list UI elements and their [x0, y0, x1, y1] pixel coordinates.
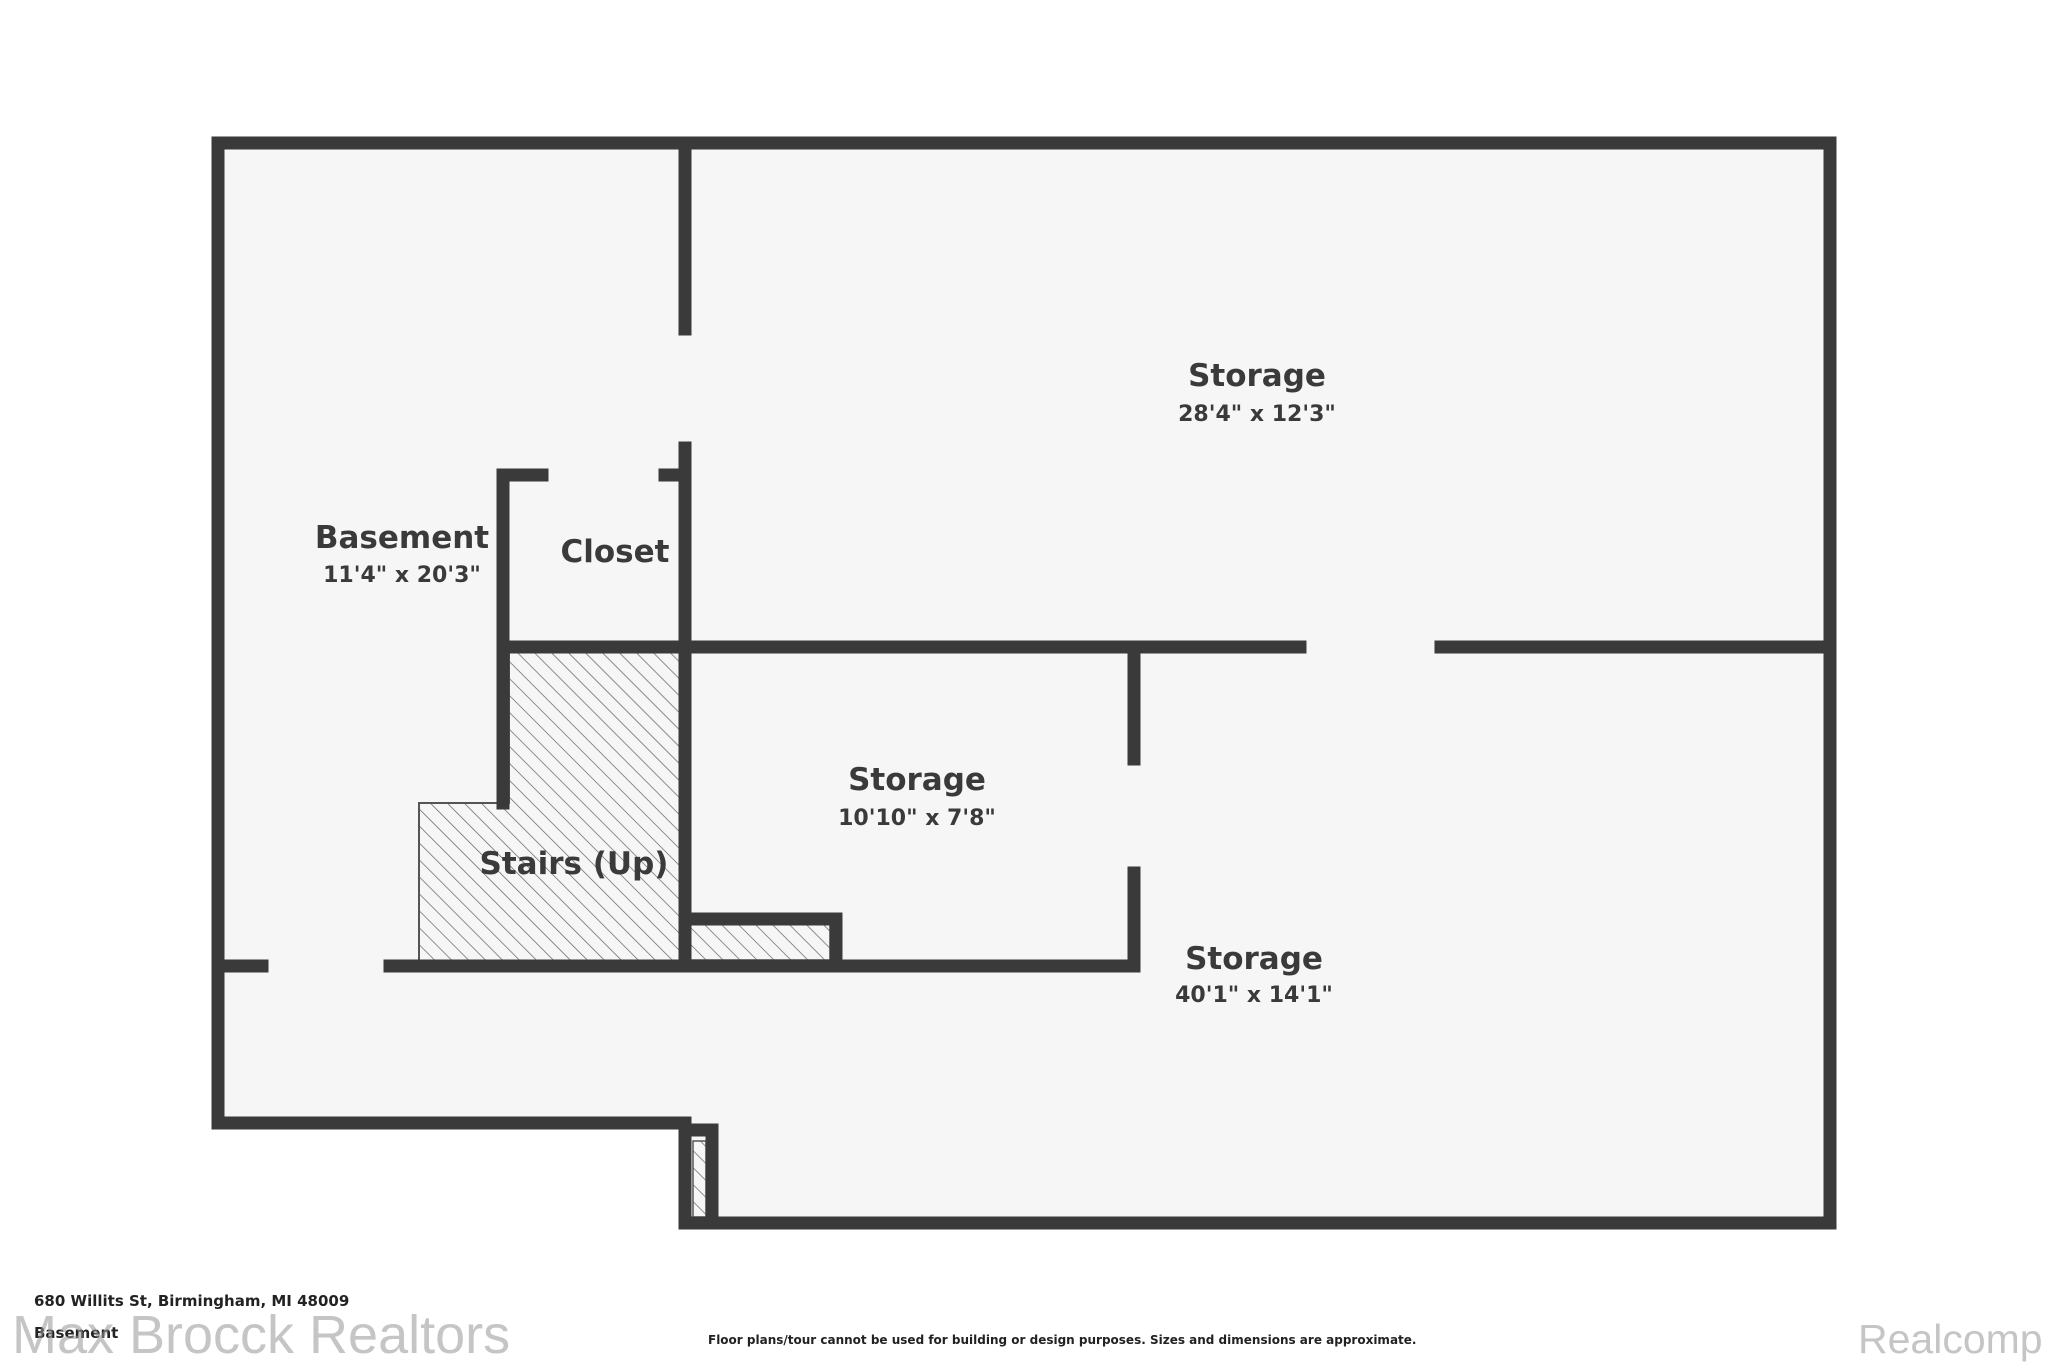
- room-name-stairs: Stairs (Up): [480, 846, 669, 882]
- room-dims-storage-middle: 10'10" x 7'8": [838, 806, 996, 831]
- room-name-storage-middle: Storage: [848, 762, 986, 798]
- watermark-left: Max Brocck Realtors: [12, 1305, 511, 1365]
- room-dims-storage-large: 40'1" x 14'1": [1175, 983, 1333, 1008]
- room-name-storage-top: Storage: [1188, 358, 1326, 394]
- disclaimer-text: Floor plans/tour cannot be used for buil…: [708, 1333, 1417, 1347]
- floor-area: [218, 143, 1830, 1223]
- floor-level-label: Basement: [34, 1324, 119, 1342]
- exterior-wall: [211, 136, 1837, 1230]
- small-hatch: [692, 1140, 707, 1218]
- watermark-right: Realcomp: [1858, 1316, 2043, 1362]
- walls: [211, 136, 1837, 1230]
- room-dims-basement: 11'4" x 20'3": [323, 563, 481, 588]
- property-address: 680 Willits St, Birmingham, MI 48009: [34, 1292, 350, 1310]
- room-name-storage-large: Storage: [1185, 941, 1323, 977]
- stairs-landing: [689, 921, 831, 961]
- room-name-basement: Basement: [315, 520, 489, 556]
- room-name-closet: Closet: [561, 534, 670, 570]
- room-dims-storage-top: 28'4" x 12'3": [1178, 402, 1336, 427]
